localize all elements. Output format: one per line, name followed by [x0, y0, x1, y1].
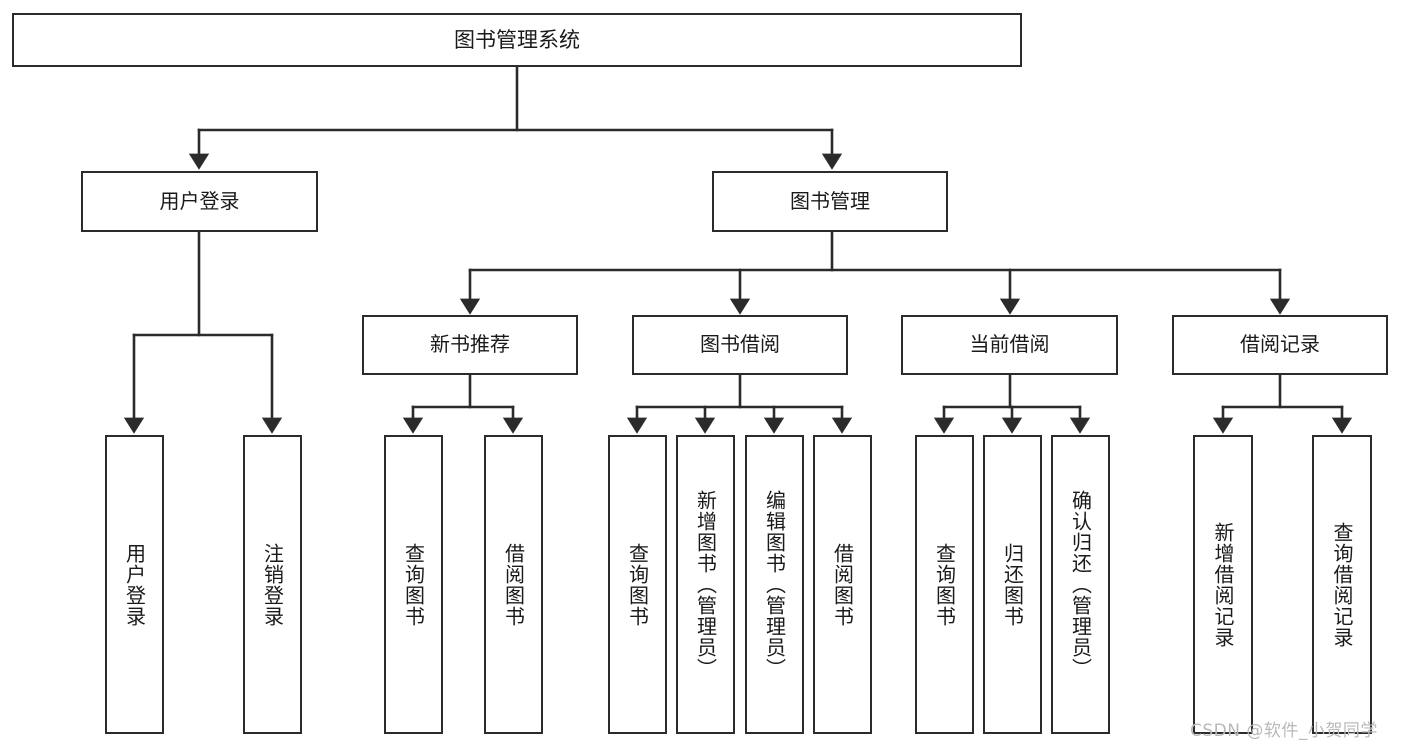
node-leaf-current-return-label: 归还图书	[1000, 542, 1025, 627]
node-borrow-records-label: 借阅记录	[1240, 332, 1320, 357]
node-leaf-current-query[interactable]: 查询图书	[915, 435, 974, 734]
node-leaf-borrow-add-book[interactable]: 新增图书（管理员）	[676, 435, 735, 734]
node-leaf-new-book-borrow[interactable]: 借阅图书	[484, 435, 543, 734]
node-leaf-user-login-signin-label: 用户登录	[122, 542, 147, 627]
node-leaf-current-query-label: 查询图书	[932, 542, 957, 627]
node-leaf-user-login-signout[interactable]: 注销登录	[243, 435, 302, 734]
node-current-borrow[interactable]: 当前借阅	[901, 315, 1118, 375]
node-root-system[interactable]: 图书管理系统	[12, 13, 1022, 67]
node-book-management-label: 图书管理	[790, 188, 870, 213]
node-leaf-borrow-query[interactable]: 查询图书	[608, 435, 667, 734]
node-user-login[interactable]: 用户登录	[81, 171, 318, 232]
node-book-borrow[interactable]: 图书借阅	[632, 315, 848, 375]
node-leaf-new-book-query-label: 查询图书	[401, 542, 426, 627]
node-leaf-user-login-signin[interactable]: 用户登录	[105, 435, 164, 734]
node-new-book-recommend-label: 新书推荐	[430, 332, 510, 357]
node-current-borrow-label: 当前借阅	[969, 332, 1050, 357]
node-leaf-borrow-borrow-book-label: 借阅图书	[830, 542, 855, 627]
node-leaf-borrow-add-book-label: 新增图书（管理员）	[693, 490, 718, 679]
node-borrow-records[interactable]: 借阅记录	[1172, 315, 1388, 375]
node-leaf-current-confirm-return-label: 确认归还（管理员）	[1068, 490, 1093, 679]
node-leaf-records-add[interactable]: 新增借阅记录	[1193, 435, 1253, 734]
node-leaf-records-query[interactable]: 查询借阅记录	[1312, 435, 1372, 734]
node-leaf-new-book-borrow-label: 借阅图书	[501, 542, 526, 627]
node-new-book-recommend[interactable]: 新书推荐	[362, 315, 578, 375]
node-leaf-borrow-query-label: 查询图书	[625, 542, 650, 627]
node-book-management[interactable]: 图书管理	[712, 171, 948, 232]
node-leaf-current-confirm-return[interactable]: 确认归还（管理员）	[1051, 435, 1110, 734]
node-leaf-current-return[interactable]: 归还图书	[983, 435, 1042, 734]
node-leaf-borrow-edit-book[interactable]: 编辑图书（管理员）	[745, 435, 804, 734]
node-leaf-borrow-edit-book-label: 编辑图书（管理员）	[762, 490, 787, 679]
node-user-login-label: 用户登录	[159, 188, 240, 213]
node-leaf-user-login-signout-label: 注销登录	[260, 542, 285, 627]
node-leaf-records-add-label: 新增借阅记录	[1211, 521, 1235, 648]
node-leaf-records-query-label: 查询借阅记录	[1330, 521, 1354, 648]
node-book-borrow-label: 图书借阅	[700, 332, 780, 357]
node-root-system-label: 图书管理系统	[454, 27, 580, 52]
node-leaf-new-book-query[interactable]: 查询图书	[384, 435, 443, 734]
node-leaf-borrow-borrow-book[interactable]: 借阅图书	[813, 435, 872, 734]
